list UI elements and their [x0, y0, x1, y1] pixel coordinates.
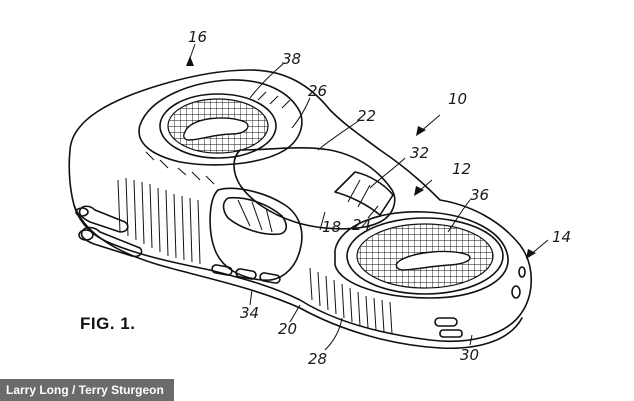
- front-lights: [511, 266, 526, 299]
- front-deck: [334, 211, 509, 299]
- windshield: [334, 171, 394, 216]
- side-door: [209, 187, 303, 281]
- numeral-30: 30: [460, 346, 479, 364]
- hover-car-drawing: 16 38 26 22 10 32 12 36 18 24 14 34 20 2…: [68, 28, 571, 368]
- numeral-36: 36: [470, 186, 489, 204]
- lower-vents: [211, 264, 463, 338]
- numeral-38: 38: [282, 50, 301, 68]
- numeral-16: 16: [188, 28, 207, 46]
- numeral-28: 28: [308, 350, 327, 368]
- cabin-canopy: [233, 146, 396, 230]
- numeral-20: 20: [278, 320, 297, 338]
- hull-outline: [68, 69, 532, 343]
- tail-pipes: [75, 205, 143, 258]
- image-credit: Larry Long / Terry Sturgeon: [0, 379, 174, 401]
- numeral-10: 10: [448, 90, 467, 108]
- side-strakes: [117, 91, 393, 335]
- numeral-34: 34: [240, 304, 259, 322]
- leader-arrows: [186, 56, 549, 259]
- side-window: [222, 196, 288, 236]
- figure-label: FIG. 1.: [80, 314, 136, 333]
- numeral-14: 14: [552, 228, 571, 246]
- rear-deck: [138, 79, 303, 166]
- rear-fan-hub: [183, 117, 249, 141]
- numeral-12: 12: [452, 160, 471, 178]
- hull-skirt: [73, 204, 523, 350]
- numeral-24: 24: [352, 216, 371, 234]
- numeral-22: 22: [357, 107, 376, 125]
- reference-numerals: 16 38 26 22 10 32 12 36 18 24 14 34 20 2…: [188, 28, 571, 368]
- rear-fan-assembly: [159, 93, 277, 159]
- front-fan-assembly: [346, 217, 504, 295]
- front-fan-hub: [395, 250, 471, 271]
- leader-lines: [187, 43, 473, 351]
- numeral-26: 26: [308, 82, 327, 100]
- numeral-18: 18: [322, 218, 341, 236]
- numeral-32: 32: [410, 144, 429, 162]
